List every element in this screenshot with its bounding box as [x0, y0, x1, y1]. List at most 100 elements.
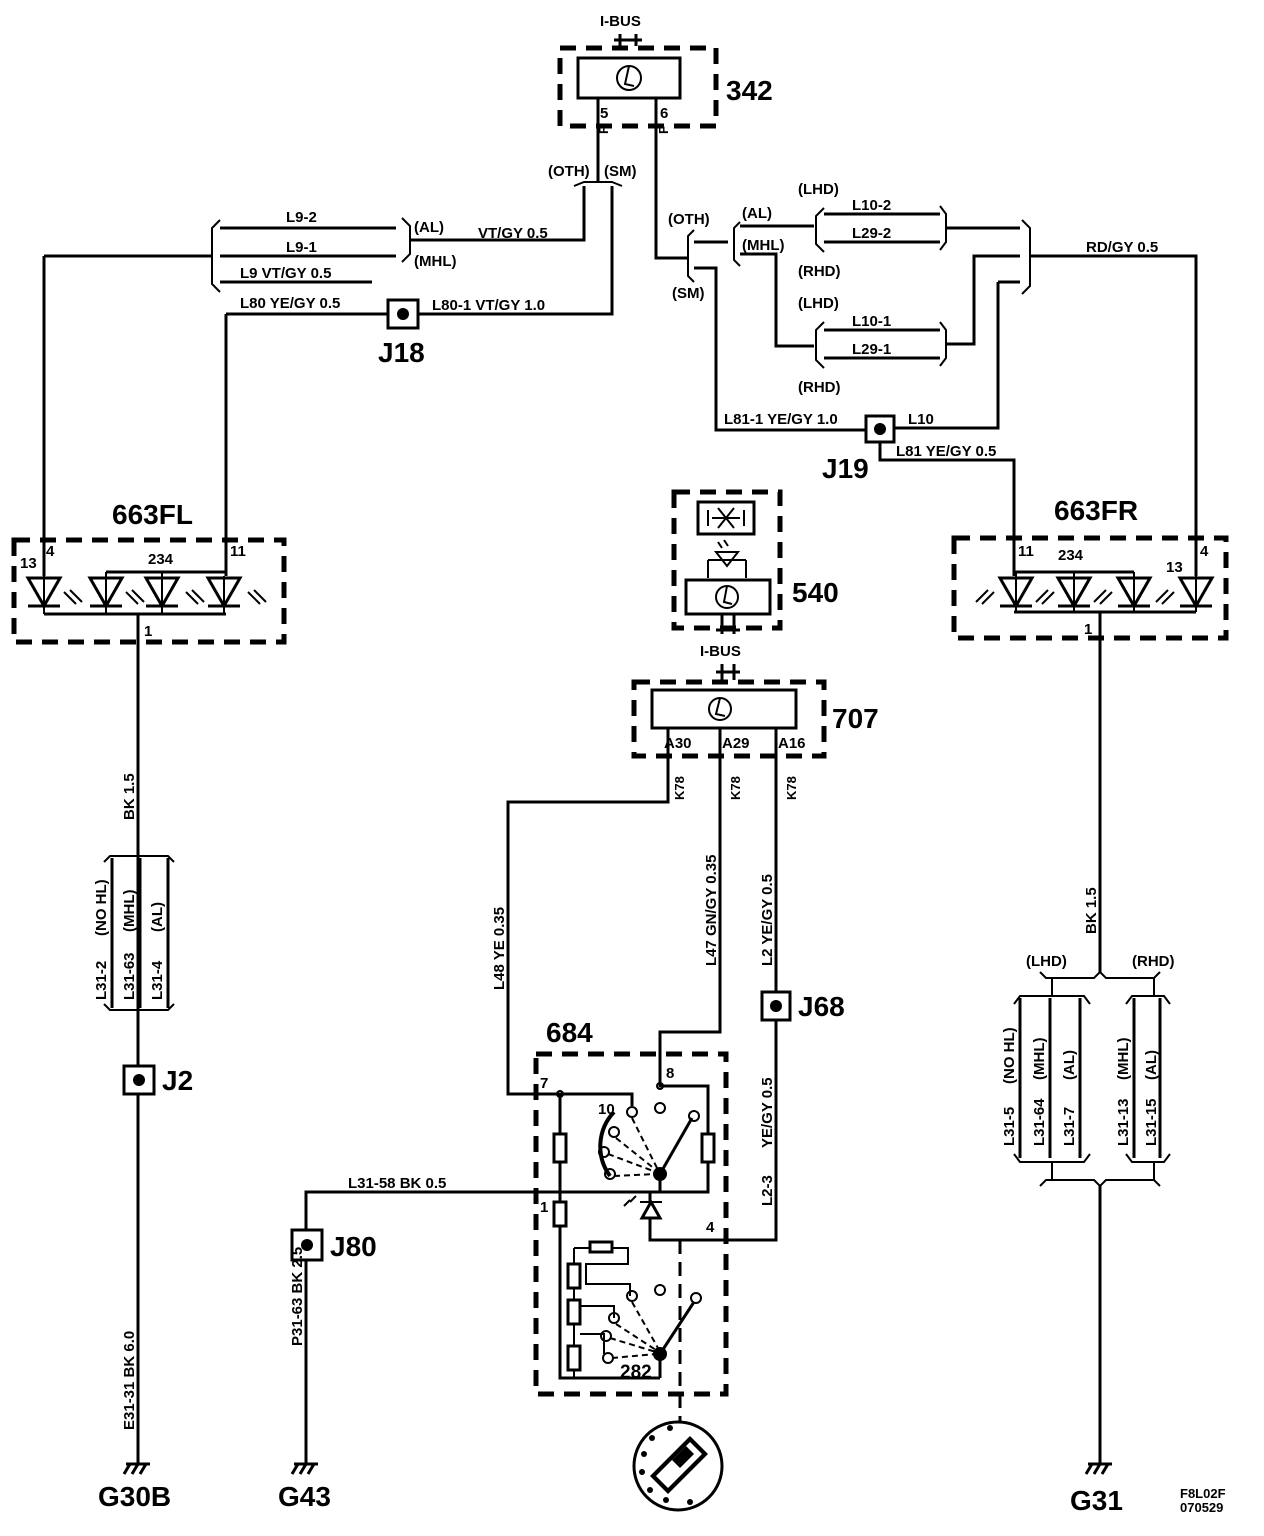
svg-text:J19: J19	[822, 453, 869, 484]
svg-text:663FL: 663FL	[112, 499, 193, 530]
wire-oth-2: (OTH)	[668, 211, 710, 228]
ground-g31: G31	[1070, 1462, 1123, 1516]
svg-text:G31: G31	[1070, 1485, 1123, 1516]
wire-rhd-3: (RHD)	[1132, 953, 1175, 970]
svg-text:684: 684	[546, 1017, 593, 1048]
wire-oth-1: (OTH)	[548, 163, 590, 180]
wire-sm-2: (SM)	[672, 285, 705, 302]
wire-nohl-1: (NO HL)	[93, 879, 110, 936]
wire-l31-13: L31-13	[1115, 1098, 1132, 1146]
wire-l31-7: L31-7	[1061, 1107, 1078, 1146]
wire-l47: L47 GN/GY 0.35	[703, 855, 720, 966]
wire-vtgy-05: VT/GY 0.5	[478, 225, 548, 242]
svg-text:282: 282	[620, 1362, 652, 1383]
wire-al-1: (AL)	[414, 219, 444, 236]
wire-l48: L48 YE 0.35	[491, 907, 508, 990]
wire-l31-63: L31-63	[121, 952, 138, 1000]
svg-text:1: 1	[540, 1199, 548, 1216]
wire-l9-2: L9-2	[286, 209, 317, 226]
svg-text:13: 13	[20, 555, 37, 572]
wire-l80: L80 YE/GY 0.5	[240, 295, 340, 312]
svg-text:J18: J18	[378, 337, 425, 368]
wire-l31-5: L31-5	[1001, 1107, 1018, 1146]
svg-text:1: 1	[144, 623, 152, 640]
svg-text:13: 13	[1166, 559, 1183, 576]
wire-yegy-05: YE/GY 0.5	[759, 1077, 776, 1148]
wire-mhl-4: (MHL)	[1031, 1038, 1048, 1080]
pin-f-2: F	[656, 126, 671, 134]
svg-text:G30B: G30B	[98, 1481, 171, 1512]
wire-al-5: (AL)	[1143, 1050, 1160, 1080]
ref-code: F8L02F	[1180, 1486, 1226, 1501]
svg-text:K78: K78	[672, 776, 687, 800]
wire-l9: L9 VT/GY 0.5	[240, 265, 331, 282]
wire-lhd-3: (LHD)	[1026, 953, 1067, 970]
svg-text:11: 11	[1018, 543, 1034, 560]
svg-text:4: 4	[706, 1219, 715, 1236]
svg-text:1: 1	[1084, 621, 1092, 638]
ibus-label-mid: I-BUS	[700, 643, 741, 660]
svg-text:540: 540	[792, 577, 839, 608]
junction-j2: J2	[122, 1064, 193, 1096]
module-707: 707 A30 A29 A16 K78 K78 K78	[631, 664, 879, 800]
wire-l81: L81 YE/GY 0.5	[896, 443, 996, 460]
rotary-knob-icon[interactable]	[632, 1420, 724, 1512]
pin-342-6: 6	[660, 105, 668, 122]
wire-bk15-left: BK 1.5	[121, 773, 138, 820]
svg-text:A30: A30	[664, 735, 692, 752]
svg-text:8: 8	[666, 1065, 674, 1082]
switch-684: 684 7 8 10 1 4 282	[533, 1017, 729, 1430]
ibus-label-top: I-BUS	[600, 13, 641, 30]
wire-bk15-right: BK 1.5	[1083, 887, 1100, 934]
junction-j68: J68	[760, 990, 845, 1022]
wire-l31-15: L31-15	[1143, 1098, 1160, 1146]
lamp-unit-663fr: 663FR 11 234 13 4 1	[951, 495, 1229, 641]
svg-text:7: 7	[540, 1075, 548, 1092]
wire-e31-31: E31-31 BK 6.0	[121, 1331, 138, 1430]
wire-l31-58: L31-58 BK 0.5	[348, 1175, 446, 1192]
svg-text:234: 234	[1058, 547, 1084, 564]
lamp-unit-663fl: 663FL 13 4 234 11 1	[11, 499, 287, 645]
wire-l29-2: L29-2	[852, 225, 891, 242]
wire-l9-1: L9-1	[286, 239, 317, 256]
ground-g30b: G30B	[98, 1462, 171, 1512]
svg-text:K78: K78	[784, 776, 799, 800]
svg-text:234: 234	[148, 551, 174, 568]
wire-l31-64: L31-64	[1031, 1098, 1048, 1146]
module-540: 540 I-BUS	[671, 489, 839, 660]
svg-text:J2: J2	[162, 1065, 193, 1096]
svg-text:K78: K78	[728, 776, 743, 800]
wire-al-4: (AL)	[1061, 1050, 1078, 1080]
wire-rhd-1: (RHD)	[798, 263, 841, 280]
wire-al-3: (AL)	[149, 902, 166, 932]
ground-g43: G43	[278, 1462, 331, 1512]
ref-date: 070529	[1180, 1500, 1223, 1515]
wire-rhd-2: (RHD)	[798, 379, 841, 396]
wire-mhl-3: (MHL)	[121, 890, 138, 932]
junction-j80: J80	[290, 1228, 377, 1262]
svg-text:4: 4	[46, 543, 55, 560]
wire-mhl-2: (MHL)	[742, 237, 784, 254]
svg-text:J80: J80	[330, 1231, 377, 1262]
wire-mhl-5: (MHL)	[1115, 1038, 1132, 1080]
wire-l2-3: L2-3	[759, 1175, 776, 1206]
wire-l31-4: L31-4	[149, 960, 166, 1000]
wire-nohl-2: (NO HL)	[1001, 1027, 1018, 1084]
wire-l2: L2 YE/GY 0.5	[759, 874, 776, 966]
wire-lhd-2: (LHD)	[798, 295, 839, 312]
svg-text:A29: A29	[722, 735, 750, 752]
svg-text:G43: G43	[278, 1481, 331, 1512]
junction-j18: J18	[378, 298, 425, 368]
svg-text:11: 11	[230, 543, 246, 560]
wire-l10-2: L10-2	[852, 197, 891, 214]
pin-f-1: F	[596, 126, 611, 134]
wire-l80-1: L80-1 VT/GY 1.0	[432, 297, 545, 314]
module-342: I-BUS 342 5 6 F F	[557, 13, 773, 134]
svg-text:J68: J68	[798, 991, 845, 1022]
wire-bk-25: P31-63 BK 2.5	[289, 1247, 306, 1346]
wire-rdgy-05: RD/GY 0.5	[1086, 239, 1158, 256]
wire-l10: L10	[908, 411, 934, 428]
svg-text:707: 707	[832, 703, 879, 734]
wire-l10-1: L10-1	[852, 313, 891, 330]
